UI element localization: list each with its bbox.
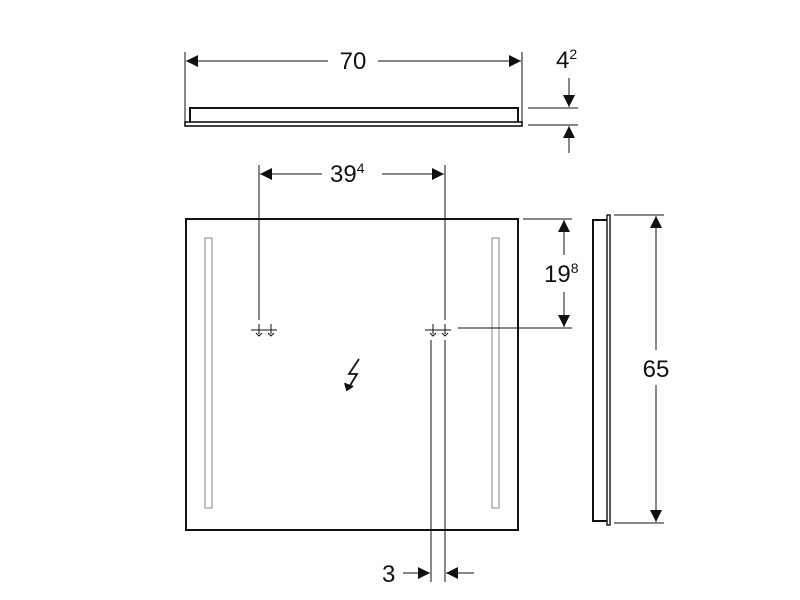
mounting-hook-icon [251, 324, 277, 337]
top-view: 70 42 [184, 46, 578, 153]
depth-dimension: 42 [528, 46, 578, 153]
left-led-strip [204, 237, 213, 509]
height-value: 65 [643, 356, 670, 383]
front-view: 394 198 [185, 160, 579, 588]
height-dimension: 65 [614, 214, 672, 524]
width-dimension: 70 [186, 48, 521, 75]
width-value: 70 [340, 48, 367, 75]
mounting-hook-icon [425, 324, 451, 337]
depth-value: 42 [556, 46, 577, 74]
hook-height-dimension: 198 [458, 218, 579, 329]
hook-spacing-dimension: 394 [258, 160, 446, 320]
hook-offset-dimension: 3 [382, 340, 474, 588]
side-view: 65 [592, 214, 672, 526]
hook-offset-value: 3 [382, 561, 395, 588]
hook-height-value: 198 [544, 260, 579, 288]
right-led-strip [491, 237, 500, 509]
lightning-bolt-icon [344, 358, 360, 392]
hook-spacing-value: 394 [330, 160, 365, 188]
